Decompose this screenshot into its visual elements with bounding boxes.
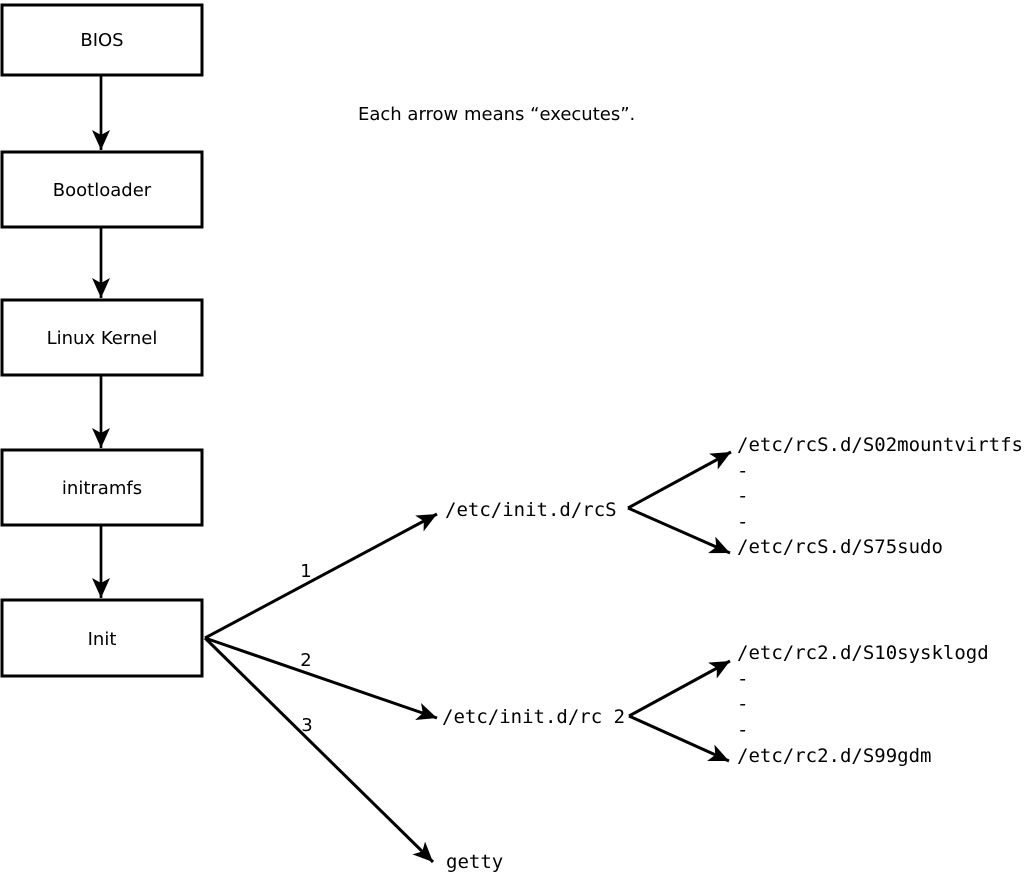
- node-init-box: [0, 598, 204, 678]
- arrow-order-label-3: 3: [301, 715, 312, 736]
- node-rc2-child-3: -: [737, 719, 748, 741]
- init-fanout: 1 2 3: [203, 512, 438, 864]
- node-bios-box: [0, 3, 204, 77]
- arrow-order-label-1: 1: [300, 561, 311, 582]
- node-rc2-child-2: -: [737, 693, 748, 715]
- boot-chain: BIOS Bootloader Linux Kernel initramfs I…: [0, 3, 204, 678]
- arrow-rc2-to-s10sysklogd: [628, 659, 731, 718]
- arrow-init-to-rc2: [204, 636, 438, 720]
- node-rcs-child-3: -: [737, 511, 748, 533]
- arrow-init-to-rcs: [204, 512, 438, 640]
- node-rc2-label: /etc/init.d/rc 2: [442, 706, 625, 728]
- arrow-rc2-to-s99gdm: [628, 714, 730, 763]
- node-init-label: Init: [88, 629, 117, 650]
- node-initramfs-label: initramfs: [62, 478, 142, 499]
- arrow-rcs-to-s02mountvirtfs: [627, 450, 732, 510]
- node-rcs-child-2: -: [737, 485, 748, 507]
- node-rcs-child-1: -: [737, 460, 748, 482]
- node-rc2-child-4: /etc/rc2.d/S99gdm: [737, 745, 931, 767]
- node-rcs-child-0: /etc/rcS.d/S02mountvirtfs: [737, 434, 1023, 456]
- node-rcs-label: /etc/init.d/rcS: [445, 499, 617, 521]
- node-linux-kernel-box: [0, 298, 204, 377]
- arrow-rcs-to-s75sudo: [627, 506, 731, 555]
- arrow-init-to-getty: [203, 636, 435, 864]
- node-rc2-child-1: -: [737, 668, 748, 690]
- node-bios-label: BIOS: [80, 30, 123, 51]
- node-initramfs-box: [0, 448, 204, 527]
- rc2-branch: /etc/init.d/rc 2 /etc/rc2.d/S10sysklogd …: [442, 642, 989, 767]
- node-bootloader-label: Bootloader: [53, 180, 152, 201]
- node-linux-kernel-label: Linux Kernel: [47, 328, 158, 349]
- node-rcs-child-4: /etc/rcS.d/S75sudo: [737, 536, 943, 558]
- node-getty-label: getty: [446, 851, 503, 873]
- legend-note: Each arrow means “executes”.: [358, 104, 635, 125]
- node-rc2-child-0: /etc/rc2.d/S10sysklogd: [737, 642, 989, 664]
- node-bootloader-box: [0, 150, 204, 229]
- rcs-branch: /etc/init.d/rcS /etc/rcS.d/S02mountvirtf…: [445, 434, 1023, 558]
- arrow-order-label-2: 2: [300, 650, 311, 671]
